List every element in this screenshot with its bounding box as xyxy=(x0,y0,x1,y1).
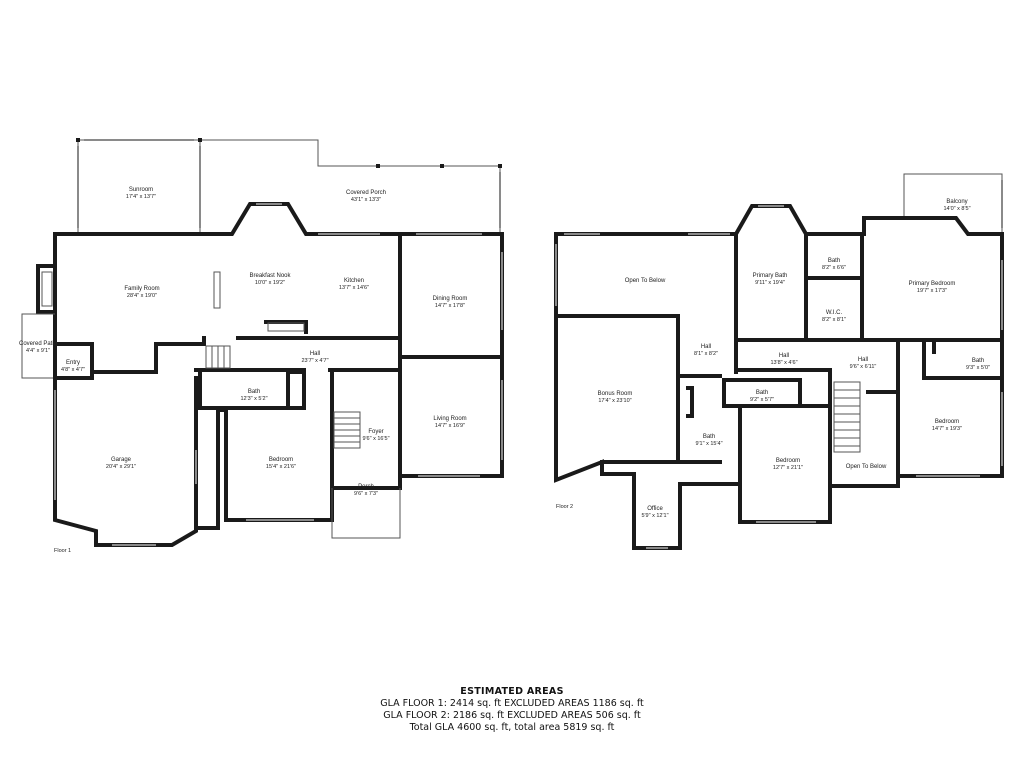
room-dims-bath-small: 9'2" x 5'7" xyxy=(750,397,774,403)
room-dims-hall-a: 8'1" x 8'2" xyxy=(694,351,718,357)
gla-floor-1: GLA FLOOR 1: 2414 sq. ft EXCLUDED AREAS … xyxy=(380,698,644,709)
floor-1-stairs xyxy=(205,345,361,449)
room-name-bath-right: Bath xyxy=(972,358,984,364)
room-name-hall: Hall xyxy=(310,351,320,357)
interior-wall-primary-bath xyxy=(734,232,864,342)
room-name-living-room: Living Room xyxy=(433,416,466,422)
room-dims-bath-upper: 8'2" x 6'6" xyxy=(822,265,846,271)
gla-floor-2: GLA FLOOR 2: 2186 sq. ft EXCLUDED AREAS … xyxy=(383,710,641,721)
interior-wall-bath-left xyxy=(676,374,722,464)
room-dims-kitchen: 13'7" x 14'6" xyxy=(339,285,369,291)
room-name-bedroom-mid: Bedroom xyxy=(776,458,800,464)
room-dims-dining-room: 14'7" x 17'8" xyxy=(435,303,465,309)
floor-2-labels: Floor 2 Balcony 14'0" x 8'5" Bath 8'2" x… xyxy=(556,199,990,519)
floor-1-plan xyxy=(21,138,504,547)
floor-1-labels: Floor 1 Sunroom 17'4" x 13'7" Covered Po… xyxy=(19,187,467,554)
entry-wall xyxy=(53,342,94,380)
room-name-primary-bath: Primary Bath xyxy=(753,273,788,279)
room-name-bedroom: Bedroom xyxy=(269,457,293,463)
room-name-foyer: Foyer xyxy=(368,429,383,435)
room-dims-breakfast-nook: 10'0" x 19'2" xyxy=(255,280,285,286)
interior-wall-bedroom-mid xyxy=(738,404,832,486)
room-name-kitchen: Kitchen xyxy=(344,278,364,284)
room-name-bath-upper: Bath xyxy=(828,258,840,264)
interior-wall-hall-b xyxy=(734,338,832,374)
room-dims-bonus-room: 17'4" x 23'10" xyxy=(598,398,631,404)
interior-wall-bath-right xyxy=(896,340,1004,478)
room-name-family-room: Family Room xyxy=(124,286,159,292)
interior-wall-open-to-below xyxy=(554,314,680,462)
interior-wall-family-room xyxy=(90,336,206,374)
room-name-sunroom: Sunroom xyxy=(129,187,153,193)
room-dims-wic: 8'2" x 8'1" xyxy=(822,317,846,323)
room-name-dining-room: Dining Room xyxy=(433,296,468,302)
room-name-hall-b: Hall xyxy=(779,353,789,359)
room-name-wic: W.I.C. xyxy=(826,310,843,316)
room-dims-living-room: 14'7" x 16'9" xyxy=(435,423,465,429)
room-dims-hall-c: 9'6" x 6'11" xyxy=(850,364,877,370)
room-name-primary-bedroom: Primary Bedroom xyxy=(909,281,956,287)
total-gla: Total GLA 4600 sq. ft, total area 5819 s… xyxy=(409,722,615,733)
room-name-garage: Garage xyxy=(111,457,132,463)
interior-wall-bath xyxy=(198,368,306,410)
room-dims-covered-patio: 4'4" x 9'1" xyxy=(26,348,50,354)
room-dims-bedroom: 15'4" x 21'6" xyxy=(266,464,296,470)
room-name-open-to-below-a: Open To Below xyxy=(625,278,666,284)
floor-2-plan xyxy=(554,173,1004,550)
interior-wall-hall-c xyxy=(828,370,900,488)
floor-2-stairs xyxy=(833,381,861,453)
room-name-open-to-below-b: Open To Below xyxy=(846,464,887,470)
room-name-entry: Entry xyxy=(66,360,80,366)
room-name-bonus-room: Bonus Room xyxy=(598,391,633,397)
floor-1-label: Floor 1 xyxy=(54,548,71,554)
room-dims-bath-right: 9'3" x 5'0" xyxy=(966,365,990,371)
estimated-areas-title: ESTIMATED AREAS xyxy=(460,686,564,697)
room-name-covered-porch: Covered Porch xyxy=(346,190,386,196)
room-name-bath: Bath xyxy=(248,389,260,395)
fireplace xyxy=(36,264,57,314)
room-name-hall-a: Hall xyxy=(701,344,711,350)
room-dims-balcony: 14'0" x 8'5" xyxy=(943,206,970,212)
room-dims-primary-bath: 9'11" x 19'4" xyxy=(755,280,785,286)
room-dims-hall-b: 13'8" x 4'6" xyxy=(770,360,797,366)
room-dims-garage: 20'4" x 29'1" xyxy=(106,464,136,470)
room-dims-hall: 23'7" x 4'7" xyxy=(301,358,328,364)
room-dims-bath: 12'3" x 5'2" xyxy=(240,396,267,402)
interior-wall-bath-upper xyxy=(804,232,864,342)
covered-porch-outline xyxy=(200,139,501,234)
room-dims-office: 5'9" x 12'1" xyxy=(641,513,668,519)
room-dims-bedroom-mid: 12'7" x 21'1" xyxy=(773,465,803,471)
room-name-breakfast-nook: Breakfast Nook xyxy=(249,273,291,279)
room-name-hall-c: Hall xyxy=(858,357,868,363)
covered-patio-outline xyxy=(21,313,55,379)
room-dims-primary-bedroom: 19'7" x 17'3" xyxy=(917,288,947,294)
room-name-porch: Porch xyxy=(358,484,374,490)
room-dims-bath-left: 9'1" x 15'4" xyxy=(695,441,722,447)
floor-1-exterior-wall xyxy=(53,202,504,547)
room-name-balcony: Balcony xyxy=(946,199,967,205)
room-name-covered-patio: Covered Patio xyxy=(19,341,58,347)
room-name-bath-small: Bath xyxy=(756,390,768,396)
room-dims-foyer: 9'6" x 16'5" xyxy=(362,436,389,442)
room-name-bath-left: Bath xyxy=(703,434,715,440)
porch-outline xyxy=(331,488,401,539)
room-dims-entry: 4'8" x 4'7" xyxy=(61,367,85,373)
room-name-office: Office xyxy=(647,506,663,512)
estimated-areas: ESTIMATED AREAS GLA FLOOR 1: 2414 sq. ft… xyxy=(312,686,712,734)
floor-2-label: Floor 2 xyxy=(556,504,573,510)
room-name-bedroom-right: Bedroom xyxy=(935,419,959,425)
room-dims-family-room: 28'4" x 19'0" xyxy=(127,293,157,299)
interior-wall-kitchen-island xyxy=(264,320,308,334)
room-dims-sunroom: 17'4" x 13'7" xyxy=(126,194,156,200)
room-dims-covered-porch: 43'1" x 13'3" xyxy=(351,197,381,203)
room-dims-porch: 9'6" x 7'3" xyxy=(354,491,378,497)
room-dims-bedroom-right: 14'7" x 19'3" xyxy=(932,426,962,432)
